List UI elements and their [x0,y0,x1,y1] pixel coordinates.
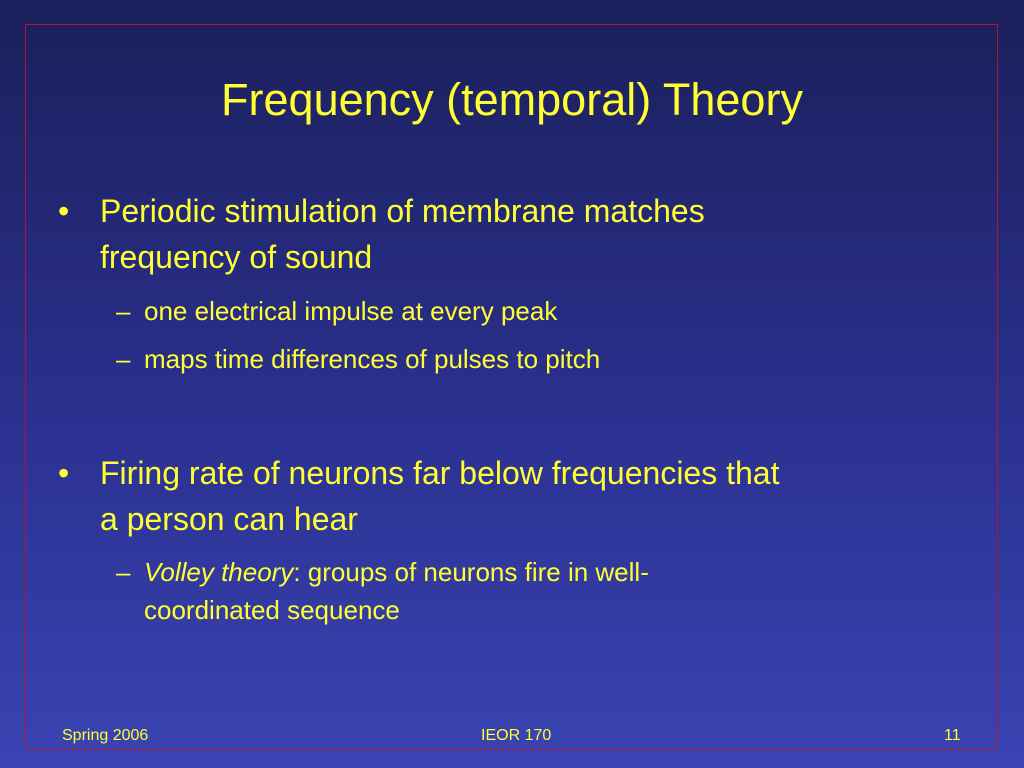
sub-bullet-text: maps time differences of pulses to pitch [144,344,601,374]
bullet-line: Firing rate of neurons far below frequen… [100,455,780,491]
footer-left: Spring 2006 [62,727,149,744]
bullet-line: frequency of sound [100,239,373,275]
footer-page-number: 11 [944,727,961,744]
sub-bullet-marker: – [116,557,131,587]
bullet-line: a person can hear [100,501,358,537]
volley-theory-term: Volley theory [144,557,294,587]
sub-bullet-text: Volley theory: groups of neurons fire in… [144,553,844,629]
bullet-text: Periodic stimulation of membrane matches… [100,188,980,280]
bullet-marker: • [58,455,70,491]
sub-bullet-line: Volley theory: groups of neurons fire in… [144,553,844,591]
sub-bullet-rest: : groups of neurons fire in well- [293,557,649,587]
sub-bullet-marker: – [116,296,131,326]
bullet-text: Firing rate of neurons far below frequen… [100,450,980,542]
sub-bullet-line: coordinated sequence [144,595,400,625]
bullet-marker: • [58,193,70,229]
footer-center: IEOR 170 [481,727,552,744]
sub-bullet-text: one electrical impulse at every peak [144,296,558,326]
slide-frame [25,24,998,749]
slide-title: Frequency (temporal) Theory [221,74,803,125]
sub-bullet-marker: – [116,344,131,374]
bullet-line: Periodic stimulation of membrane matches [100,193,705,229]
